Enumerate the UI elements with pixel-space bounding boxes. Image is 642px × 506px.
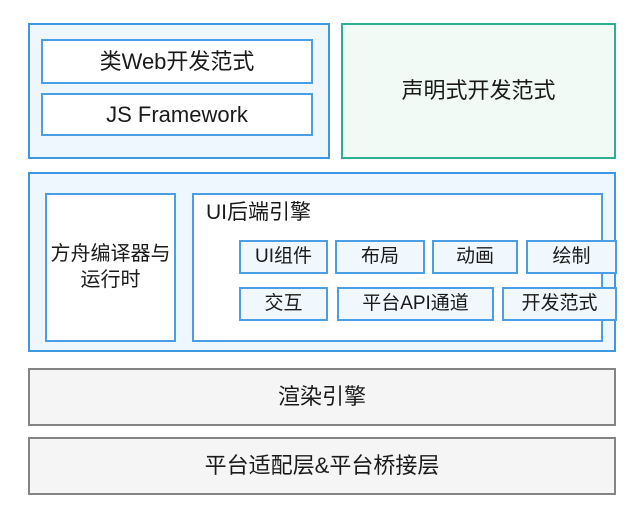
declarative-paradigm-label: 声明式开发范式 — [401, 78, 556, 104]
chip-animation-label: 动画 — [455, 245, 494, 267]
ui-backend-engine-box: UI后端引擎 UI组件 布局 动画 绘制 交互 平台API通道 开发范式 — [192, 193, 617, 342]
render-engine-label: 渲染引擎 — [277, 384, 366, 410]
web-paradigm-panel: 类Web开发范式 JS Framework — [28, 23, 330, 159]
chip-platform-api-channel-label: 平台API通道 — [362, 292, 469, 314]
platform-adaptation-bar: 平台适配层&平台桥接层 — [28, 437, 616, 495]
chip-development-paradigm: 开发范式 — [502, 287, 617, 321]
ui-backend-engine-title: UI后端引擎 — [206, 201, 311, 224]
engine-panel: 方舟编译器与运行时 UI后端引擎 UI组件 布局 动画 绘制 交互 平台API通… — [28, 172, 617, 352]
chip-ui-component-label: UI组件 — [254, 245, 312, 267]
chip-layout-label: 布局 — [360, 245, 399, 267]
chip-platform-api-channel: 平台API通道 — [337, 287, 494, 321]
chip-layout: 布局 — [335, 240, 425, 274]
ark-compiler-runtime-box: 方舟编译器与运行时 — [45, 193, 176, 342]
chip-development-paradigm-label: 开发范式 — [521, 292, 598, 314]
render-engine-bar: 渲染引擎 — [28, 368, 616, 426]
js-framework-box: JS Framework — [41, 93, 313, 136]
chip-ui-component: UI组件 — [239, 240, 328, 274]
declarative-paradigm-panel: 声明式开发范式 — [341, 23, 616, 159]
chip-drawing-label: 绘制 — [552, 245, 591, 267]
ark-compiler-runtime-label: 方舟编译器与运行时 — [50, 242, 171, 291]
web-paradigm-label: 类Web开发范式 — [99, 48, 255, 74]
chip-interaction: 交互 — [239, 287, 328, 321]
js-framework-label: JS Framework — [106, 101, 248, 127]
chip-interaction-label: 交互 — [264, 292, 303, 314]
web-paradigm-box: 类Web开发范式 — [41, 39, 313, 84]
chip-animation: 动画 — [432, 240, 518, 274]
chip-drawing: 绘制 — [526, 240, 617, 274]
platform-adaptation-label: 平台适配层&平台桥接层 — [204, 453, 440, 479]
